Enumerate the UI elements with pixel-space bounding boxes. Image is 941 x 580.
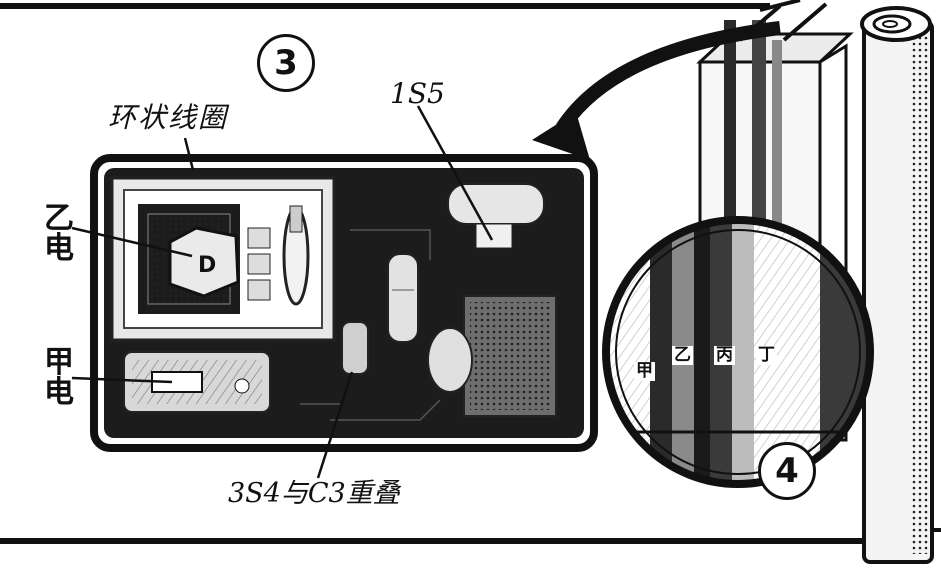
label-3s4-c3-overlap: 3S4与C3重叠 xyxy=(228,478,400,509)
curved-arrow xyxy=(532,21,781,160)
ring-coil: D xyxy=(110,176,336,342)
tube-vertical xyxy=(387,253,419,343)
layer-label-2: 乙 xyxy=(672,345,693,365)
label-battery-a: 甲电 xyxy=(44,345,74,410)
battery-a xyxy=(123,351,271,413)
tube-1s5 xyxy=(447,183,545,249)
leader-lines xyxy=(71,105,494,479)
magnifier-lens xyxy=(602,216,874,488)
layer-label-1: 甲 xyxy=(634,361,655,381)
tube-3s4-with-c3 xyxy=(341,321,369,375)
figure-number-3: 3 xyxy=(257,34,315,92)
speaker-block xyxy=(427,295,557,417)
wiring xyxy=(300,229,441,421)
radio-chassis: D xyxy=(90,154,598,452)
layer-label-3: 丙 xyxy=(714,345,735,365)
figure-number-4: 4 xyxy=(758,442,816,500)
layer-label-4: 丁 xyxy=(756,345,777,365)
label-ring-coil: 环状线圈 xyxy=(108,101,229,134)
label-tube-1s5: 1S5 xyxy=(390,77,445,110)
battery-b: D xyxy=(168,226,240,298)
svg-text:D: D xyxy=(198,253,216,278)
label-battery-b: 乙电 xyxy=(44,201,74,266)
